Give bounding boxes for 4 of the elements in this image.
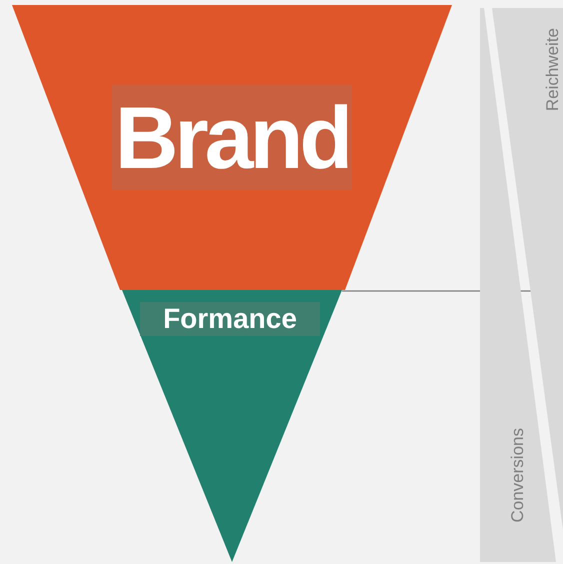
section-label: Brand [112,85,352,190]
axis-label: Conversions [508,428,528,522]
axis-label: Reichweite [543,28,563,112]
section-label: Formance [140,302,320,336]
